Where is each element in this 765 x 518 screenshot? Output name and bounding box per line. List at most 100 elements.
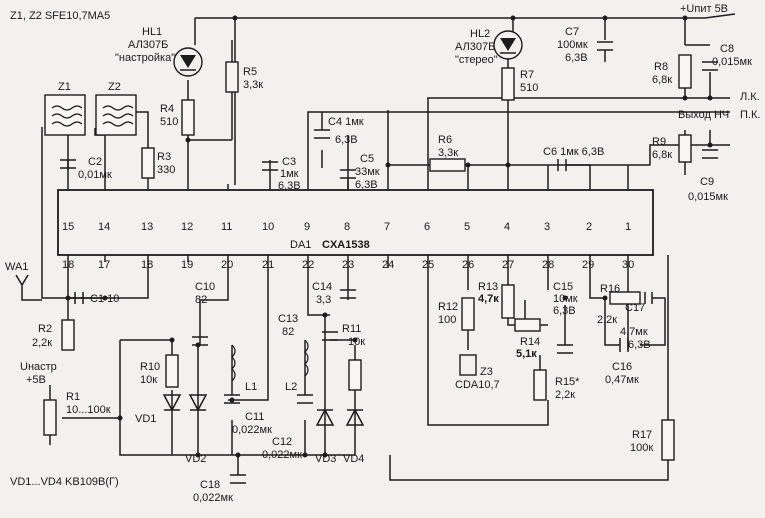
r12-value: 100: [438, 314, 456, 326]
c12-value: 0,022мк: [262, 449, 302, 461]
c15-value1: 10мк: [553, 293, 578, 305]
ic-type: CXA1538: [322, 239, 370, 251]
r13-ref: R13: [478, 281, 498, 293]
r6-ref: R6: [438, 134, 452, 146]
c5-value2: 6,3В: [355, 179, 378, 191]
ic-top-pin: 7: [384, 221, 390, 233]
r16-ref: R16: [600, 283, 620, 295]
ic-top-pin: 15: [62, 221, 74, 233]
z3-value: CDA10,7: [455, 379, 500, 391]
c7-value2: 6,3В: [565, 52, 588, 64]
c10-value: 82: [195, 294, 207, 306]
c3-value1: 1мк: [280, 168, 299, 180]
c17-ref: C17: [625, 302, 645, 314]
c16-value: 0,47мк: [605, 374, 639, 386]
varicaps-note: VD1...VD4 KB109B(Г): [10, 476, 119, 488]
component-labels: Z1, Z2 SFE10,7MA5 +Uпит 5В Л.К. П.К. Вых…: [5, 3, 760, 504]
c13-value: 82: [282, 326, 294, 338]
r9-value: 6,8к: [652, 149, 672, 161]
l1-label: L1: [245, 381, 257, 393]
r11-ref: R11: [342, 323, 361, 335]
r1-value: 10...100к: [66, 404, 111, 416]
c12-ref: C12: [272, 436, 292, 448]
capacitors: [60, 41, 718, 484]
c17-value1: 4,7мк: [620, 326, 648, 338]
unastr-label: Uнастр: [20, 361, 57, 373]
hl1-ref: HL1: [142, 26, 162, 38]
ic-name: DA1: [290, 239, 311, 251]
r5-value: 3,3к: [243, 79, 263, 91]
c8-value: 0,015мк: [712, 56, 752, 68]
c16-ref: C16: [612, 361, 632, 373]
c2-value: 0,01мк: [78, 169, 112, 181]
c9-value: 0,015мк: [688, 191, 728, 203]
c17-value2: 6,3В: [628, 339, 651, 351]
ic-bottom-pin: 21: [262, 259, 274, 271]
c1-label: C1 10: [90, 293, 119, 305]
c4-ref: C4 1мк: [328, 116, 364, 128]
r15-ref: R15*: [555, 376, 580, 388]
hl1-note: "настройка": [115, 52, 175, 64]
r5-ref: R5: [243, 66, 257, 78]
c7-value1: 100мк: [557, 39, 588, 51]
c7-ref: C7: [565, 26, 579, 38]
ic-top-pin: 12: [181, 221, 193, 233]
r16-value: 2,2к: [597, 314, 617, 326]
ic-da1: 15 14 13 12 11 10 9 8 7 6 5 4 3 2 1 18 1…: [57, 189, 654, 271]
ic-top-pin: 9: [304, 221, 310, 233]
c3-ref: C3: [282, 156, 296, 168]
vd3-label: VD3: [315, 453, 336, 465]
leds-diodes: [162, 30, 523, 426]
right-channel-label: П.К.: [740, 109, 760, 121]
c6-label: C6 1мк 6,3В: [543, 146, 604, 158]
ic-bottom-pin: 25: [422, 259, 434, 271]
c18-ref: C18: [200, 479, 220, 491]
r17-value: 100к: [630, 442, 653, 454]
c15-value2: 6,3В: [553, 305, 576, 317]
left-channel-label: Л.К.: [740, 91, 760, 103]
c5-value1: 33мк: [355, 166, 380, 178]
ic-bottom-pin: 29: [582, 259, 594, 271]
r14-ref: R14: [520, 336, 540, 348]
ic-top-pin: 1: [625, 221, 631, 233]
ic-top-pin: 3: [544, 221, 550, 233]
z1-label: Z1: [58, 81, 71, 93]
ic-bottom-pin: 26: [462, 259, 474, 271]
ic-bottom-pin: 20: [221, 259, 233, 271]
r4-ref: R4: [160, 103, 174, 115]
resistors: [43, 54, 692, 461]
r10-ref: R10: [140, 361, 160, 373]
ic-bottom-pin: 18: [141, 259, 153, 271]
c11-ref: C11: [245, 411, 264, 423]
r15-value: 2,2к: [555, 389, 575, 401]
ic-top-pin: 2: [586, 221, 592, 233]
vd4-label: VD4: [343, 453, 364, 465]
c13-ref: C13: [278, 313, 298, 325]
r7-value: 510: [520, 82, 538, 94]
ic-bottom-pin: 27: [502, 259, 514, 271]
antenna-icon: [15, 274, 42, 301]
ic-bottom-pin: 23: [342, 259, 354, 271]
ic-bottom-pin: 19: [181, 259, 193, 271]
ic-top-pin: 10: [262, 221, 274, 233]
r2-value: 2,2к: [32, 337, 52, 349]
z3-ref: Z3: [480, 366, 493, 378]
r9-ref: R9: [652, 136, 666, 148]
z2-label: Z2: [108, 81, 121, 93]
vd1-label: VD1: [135, 413, 156, 425]
r2-ref: R2: [38, 323, 52, 335]
ic-bottom-pin: 22: [302, 259, 314, 271]
hl2-note: "стерео": [455, 54, 498, 66]
c18-value: 0,022мк: [193, 492, 233, 504]
filters-note: Z1, Z2 SFE10,7MA5: [10, 10, 110, 22]
r10-value: 10к: [140, 374, 157, 386]
ic-bottom-pin: 17: [98, 259, 110, 271]
ic-bottom-pin: 24: [382, 259, 394, 271]
r4-value: 510: [160, 116, 178, 128]
hl1-type: АЛ307Б: [128, 39, 168, 51]
hl2-type: АЛ307Б: [455, 41, 495, 53]
ic-top-pin: 4: [504, 221, 510, 233]
power-label: +Uпит 5В: [680, 3, 728, 15]
af-output-label: Выход НЧ: [678, 109, 729, 121]
